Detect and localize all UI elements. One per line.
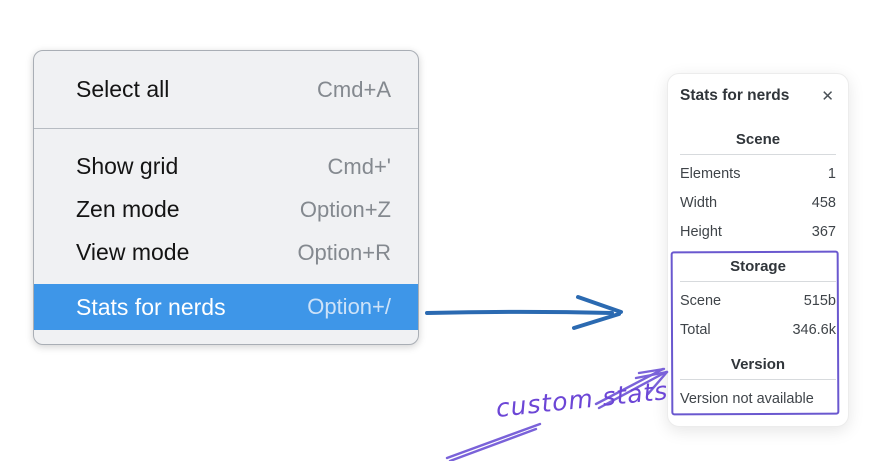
version-note: Version not available xyxy=(680,391,814,407)
menu-item-select-all[interactable]: Select all Cmd+A xyxy=(34,51,418,128)
menu-item-label: Select all xyxy=(76,76,170,102)
menu-item-shortcut: Option+R xyxy=(297,239,391,265)
menu-divider xyxy=(34,128,418,129)
stat-label: Total xyxy=(680,322,711,338)
custom-stats-label: custom stats xyxy=(494,375,670,423)
blue-arrow-icon xyxy=(425,295,623,330)
stat-value: 515b xyxy=(803,293,836,309)
menu-item-shortcut: Cmd+' xyxy=(327,153,392,179)
section-separator xyxy=(680,154,836,155)
context-menu: Select all Cmd+A Show grid Cmd+' Zen mod… xyxy=(33,50,419,345)
menu-item-shortcut: Option+Z xyxy=(299,196,391,222)
stat-row-total-storage: Total 346.6k xyxy=(680,316,836,345)
menu-item-shortcut: Option+/ xyxy=(307,294,391,319)
stat-row-elements: Elements 1 xyxy=(680,160,836,189)
section-title-storage: Storage xyxy=(730,258,786,275)
menu-item-shortcut: Cmd+A xyxy=(317,76,391,102)
section-title-scene: Scene xyxy=(735,131,781,148)
stat-label: Scene xyxy=(680,293,722,309)
stats-panel-header: Stats for nerds ✕ xyxy=(680,87,836,105)
stat-value: 1 xyxy=(827,166,836,182)
stat-row-height: Height 367 xyxy=(680,218,836,247)
stats-panel: Stats for nerds ✕ Scene Elements 1 Width… xyxy=(667,73,849,427)
menu-item-show-grid[interactable]: Show grid Cmd+' xyxy=(34,145,418,188)
menu-item-view-mode[interactable]: View mode Option+R xyxy=(34,231,418,274)
menu-item-stats-for-nerds[interactable]: Stats for nerds Option+/ xyxy=(34,284,418,330)
section-separator xyxy=(680,379,836,380)
close-icon[interactable]: ✕ xyxy=(821,87,834,105)
stat-value: 346.6k xyxy=(792,322,836,338)
section-title-version: Version xyxy=(730,356,786,373)
menu-item-label: Show grid xyxy=(76,153,179,179)
stats-panel-title: Stats for nerds xyxy=(680,87,790,104)
stat-label: Elements xyxy=(680,166,741,182)
stat-label: Width xyxy=(680,195,718,211)
stat-row-scene-storage: Scene 515b xyxy=(680,287,836,316)
menu-spacer xyxy=(34,129,418,145)
section-separator xyxy=(680,281,836,282)
stat-value: 367 xyxy=(811,224,836,240)
stat-row-width: Width 458 xyxy=(680,189,836,218)
menu-spacer xyxy=(34,274,418,284)
menu-item-label: View mode xyxy=(76,239,190,265)
stat-label: Height xyxy=(680,224,722,240)
menu-item-zen-mode[interactable]: Zen mode Option+Z xyxy=(34,188,418,231)
menu-item-label: Zen mode xyxy=(76,196,180,222)
menu-item-label: Stats for nerds xyxy=(76,293,226,320)
stat-value: 458 xyxy=(811,195,836,211)
